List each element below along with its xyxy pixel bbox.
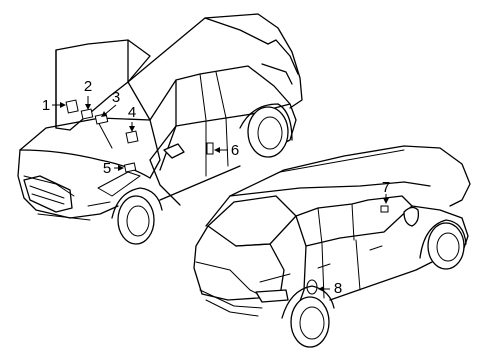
callout-2: 2 [83,78,93,95]
callout-8: 8 [333,280,343,297]
callout-4: 4 [127,104,137,121]
front-vehicle [17,13,303,245]
callout-6: 6 [230,142,240,159]
callout-3: 3 [111,89,121,106]
rear-vehicle [193,145,471,348]
callout-5: 5 [102,160,112,177]
callout-7: 7 [381,179,391,196]
callout-1: 1 [41,97,51,114]
